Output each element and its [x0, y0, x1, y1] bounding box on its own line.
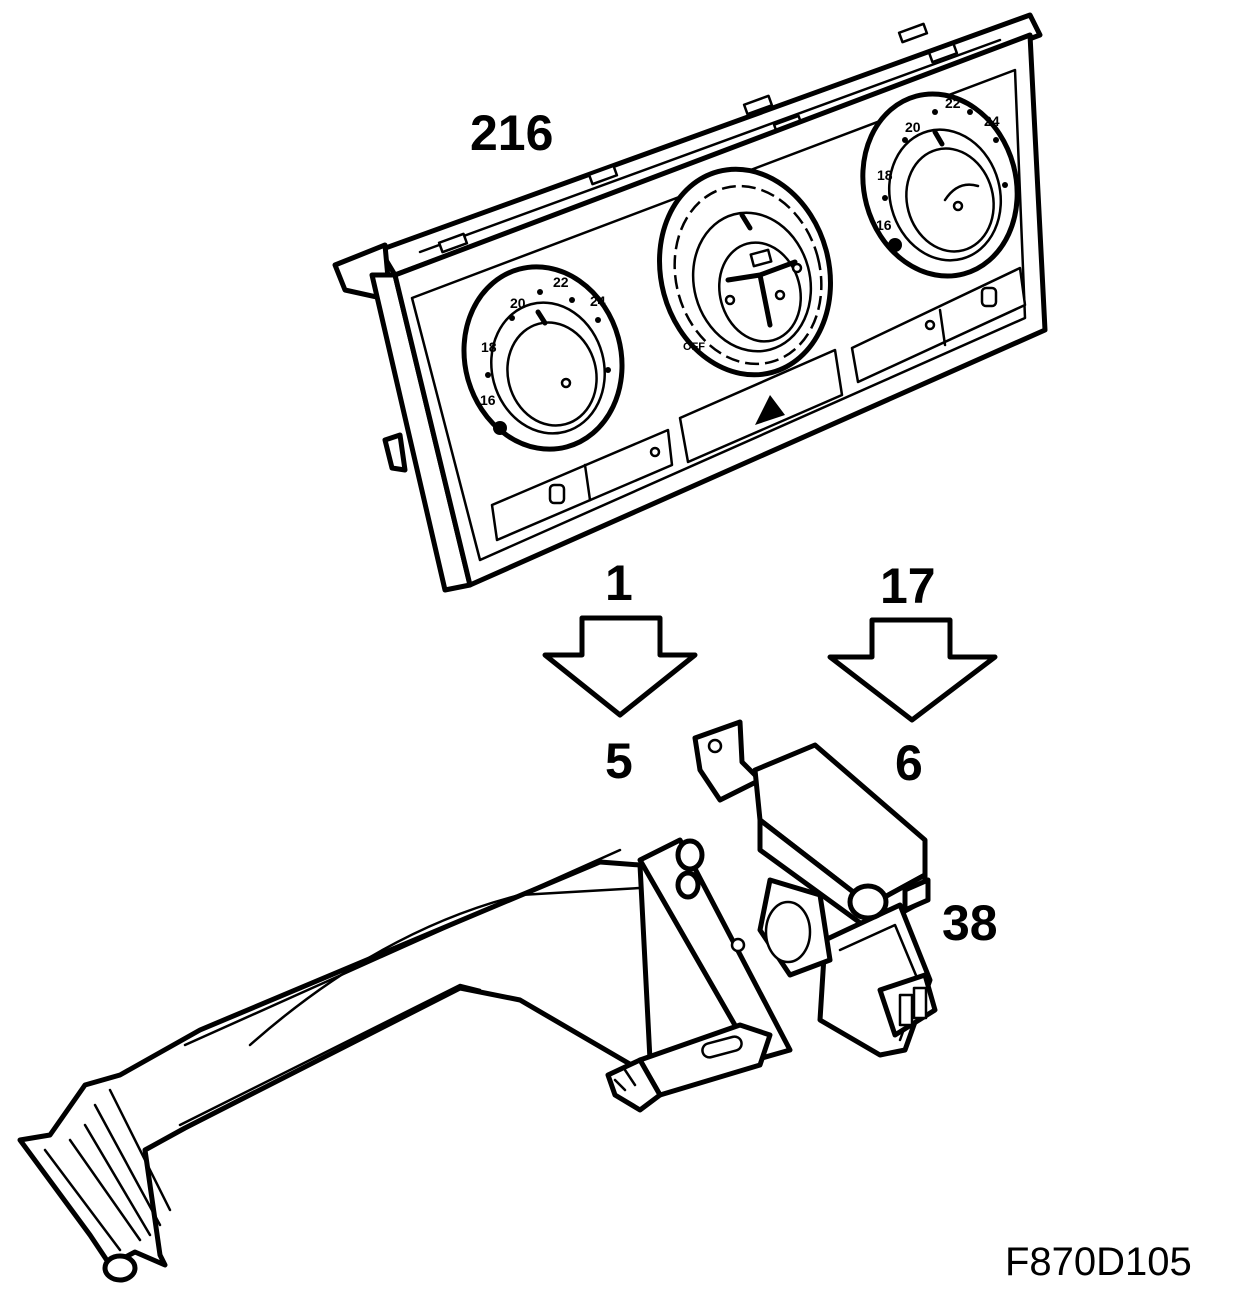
damper-actuator	[692, 719, 938, 1058]
button-row-left[interactable]	[490, 428, 674, 542]
temperature-dial-right[interactable]: 16 18 20 22 24	[843, 76, 1037, 293]
mode-dial-center[interactable]: OFF	[637, 150, 853, 394]
hazard-button[interactable]	[678, 348, 844, 464]
callout-5: 5	[605, 733, 633, 789]
callout-6: 6	[895, 735, 923, 791]
linkage-lever	[17, 837, 793, 1283]
callout-38: 38	[942, 895, 998, 951]
dial-right-scale-22: 22	[945, 95, 961, 111]
climate-control-panel: 16 18 20 22 24 OFF	[332, 12, 1048, 593]
dial-right-scale-24: 24	[984, 113, 1000, 129]
arrow-down-left	[542, 615, 698, 718]
arrow-down-right	[827, 617, 998, 723]
dial-left-scale-22: 22	[553, 274, 569, 290]
figure-code: F870D105	[1005, 1240, 1192, 1284]
dial-left-scale-18: 18	[481, 339, 497, 355]
dial-right-scale-18: 18	[877, 167, 893, 183]
dial-left-scale-24: 24	[590, 293, 606, 309]
callout-1: 1	[605, 555, 633, 611]
dial-left-scale-16: 16	[480, 392, 496, 408]
button-row-right[interactable]	[850, 266, 1027, 384]
callout-17: 17	[880, 558, 936, 614]
dial-left-scale-20: 20	[510, 295, 526, 311]
dial-center-off-label: OFF	[683, 341, 705, 353]
callout-216: 216	[470, 105, 553, 161]
dial-right-scale-20: 20	[905, 119, 921, 135]
temperature-dial-left[interactable]: 16 18 20 22 24	[444, 249, 642, 467]
dial-right-scale-16: 16	[876, 217, 892, 233]
